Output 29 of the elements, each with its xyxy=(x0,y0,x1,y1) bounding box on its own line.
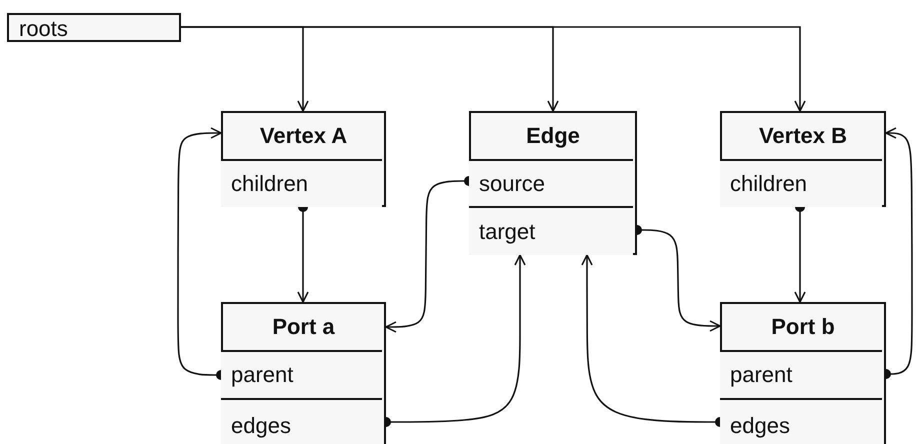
class-box xyxy=(221,111,386,207)
attribute-name: edges xyxy=(230,414,292,438)
class-name: Vertex B xyxy=(758,124,848,148)
attribute-name: parent xyxy=(729,363,794,387)
attribute-row xyxy=(469,159,633,206)
attribute-name: children xyxy=(230,172,310,196)
attribute-row xyxy=(720,350,882,398)
attribute-name: source xyxy=(478,172,546,196)
class-name: Port b xyxy=(770,315,836,339)
attribute-row xyxy=(221,159,382,207)
class-box xyxy=(720,302,886,444)
label-box xyxy=(7,13,181,42)
connector-arrow xyxy=(181,26,806,112)
attribute-name: parent xyxy=(230,363,294,387)
attribute-name: children xyxy=(729,172,808,196)
attribute-name: target xyxy=(478,220,536,244)
class-box xyxy=(469,111,637,255)
attribute-row xyxy=(720,159,882,207)
attribute-row xyxy=(720,398,882,444)
class-box xyxy=(720,111,886,207)
class-name: Vertex A xyxy=(258,124,348,148)
attribute-row xyxy=(221,398,382,444)
attribute-row xyxy=(221,350,382,398)
class-box xyxy=(221,302,386,444)
class-name: Port a xyxy=(271,315,336,339)
attribute-name: edges xyxy=(729,414,791,438)
attribute-row xyxy=(469,206,633,255)
attribute-name: roots xyxy=(18,16,69,40)
class-name: Edge xyxy=(525,124,581,148)
